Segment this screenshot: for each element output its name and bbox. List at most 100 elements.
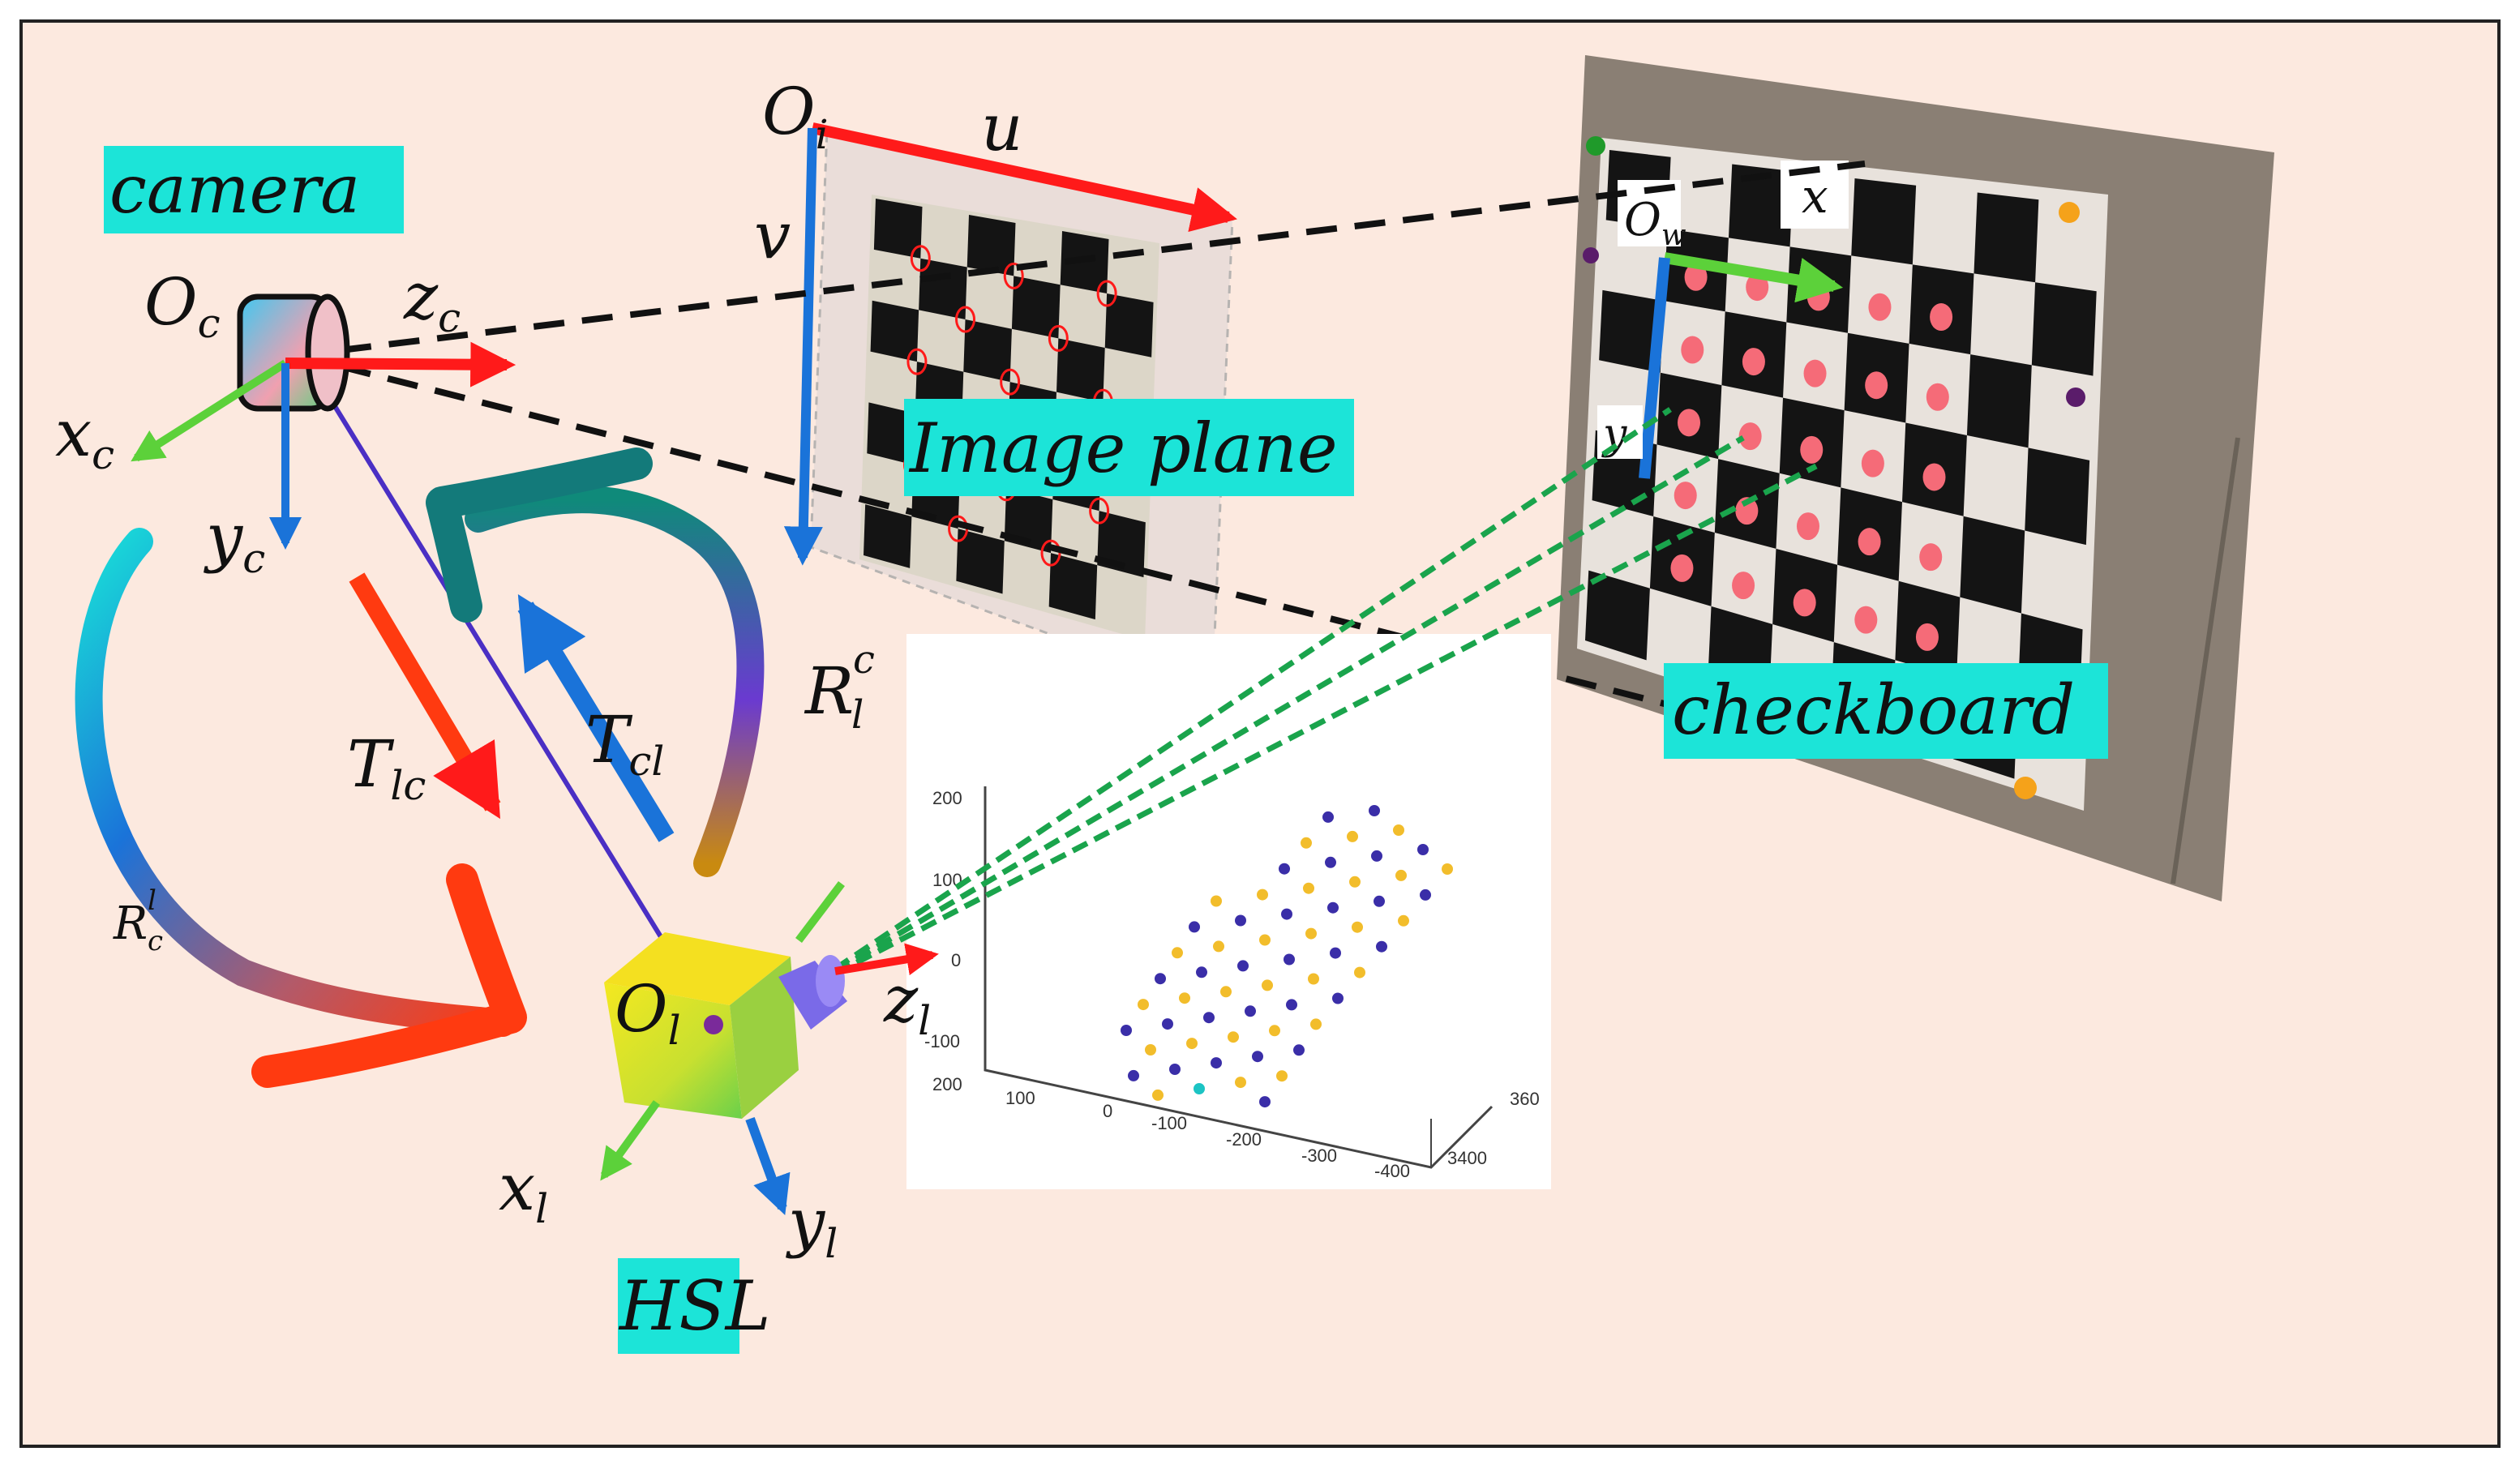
board-point: [1738, 422, 1762, 451]
rotation-label-sup: c: [853, 637, 875, 683]
lidar-point: [1286, 999, 1297, 1011]
lidar-point: [1162, 1018, 1173, 1030]
board-point: [1854, 606, 1878, 634]
rotation-arrow-camera-to-lidar: [75, 528, 516, 1037]
detected-corner: [910, 245, 931, 272]
checkboard-label: checkboard: [1672, 670, 2075, 750]
lidar-point: [1245, 1005, 1256, 1017]
lidar-point: [1262, 979, 1273, 991]
lidar-cube-side: [730, 957, 799, 1119]
projection-line-bottom: [340, 363, 1687, 713]
lidar-point: [1305, 927, 1317, 940]
lidar-point: [1308, 973, 1319, 985]
checker-square: [1585, 570, 1650, 661]
checker-square: [867, 402, 915, 465]
hsl-label-box: [618, 1258, 739, 1354]
plot-x-tick: -100: [1151, 1113, 1187, 1133]
board-point: [1674, 482, 1697, 510]
board-point: [1681, 336, 1704, 364]
lidar-y-label: yl: [786, 1184, 838, 1267]
lidar-point: [1325, 856, 1336, 868]
lidar-point: [1332, 992, 1344, 1004]
lidar-z-axis: [834, 943, 939, 975]
image-plane-label: Image plane: [908, 409, 1338, 488]
rotation-label-sub: l: [851, 692, 864, 738]
lidar-point: [1269, 1025, 1280, 1037]
camera-label: camera: [109, 152, 360, 229]
plot-z-tick: 3400: [1447, 1148, 1487, 1168]
lidar-point: [1369, 805, 1380, 816]
rotation-arrow-lidar-to-camera: [465, 486, 765, 877]
image-u-label: u: [981, 90, 1023, 165]
lidar-x-label: xl: [499, 1150, 548, 1232]
checker-square: [2025, 447, 2090, 546]
pin-orange-2: [2014, 777, 2037, 799]
detected-corner: [1000, 368, 1021, 396]
world-x-label: x: [1802, 169, 1828, 224]
board-point: [1800, 435, 1824, 464]
rotation-label-l-to-c: R c l: [804, 637, 875, 738]
plot-y-tick: 200: [932, 788, 962, 808]
detected-corner: [1089, 497, 1110, 525]
lidar-point: [1327, 901, 1339, 914]
pin-orange: [2059, 202, 2080, 223]
checker-square: [1104, 293, 1154, 358]
detected-corner: [1003, 262, 1024, 289]
image-origin-label: Oi: [762, 74, 829, 158]
board-point: [1803, 359, 1827, 388]
lidar-cube-top: [604, 932, 791, 1005]
rotation-label-sub: c: [148, 925, 163, 957]
lidar-point: [1284, 953, 1295, 966]
lidar-point: [1152, 1089, 1164, 1101]
camera-z-label: zc: [403, 259, 461, 341]
checker-square: [1011, 276, 1061, 339]
lidar-ray: [834, 407, 1672, 971]
lidar-point: [1220, 986, 1232, 998]
image-v-axis: [783, 127, 823, 566]
lidar-point: [1398, 914, 1409, 927]
translation-arrow-cl: [517, 593, 675, 842]
lidar-point: [1442, 863, 1453, 875]
pin-purple: [1583, 247, 1599, 263]
board-point: [1735, 497, 1759, 525]
pin-purple-2: [2066, 388, 2085, 407]
board-point: [1793, 589, 1816, 617]
board-point: [1858, 528, 1881, 556]
board-point: [1919, 543, 1943, 572]
lidar-z-axis-back: [795, 880, 845, 944]
lidar-point: [1169, 1064, 1181, 1075]
checker-square: [870, 300, 919, 362]
lidar-origin-label: Ol: [615, 971, 681, 1054]
point-cloud-points: [1121, 805, 1453, 1108]
lidar-point: [1194, 1083, 1205, 1094]
lidar-point: [1376, 940, 1387, 953]
detected-corner: [906, 348, 928, 375]
lidar-cube-front: [604, 983, 742, 1119]
checker-square: [1966, 354, 2032, 448]
rotation-label-base: R: [113, 897, 148, 950]
board-point: [1868, 293, 1892, 321]
lidar-point: [1395, 869, 1407, 881]
lidar-point: [1420, 889, 1431, 901]
point-cloud-plot: 200 100 0 -100 200 100 0 -100 -200 -300 …: [906, 634, 1551, 1189]
camera-label-box: [104, 146, 404, 233]
lidar-sensor-lens: [816, 955, 845, 1007]
lidar-point: [1303, 882, 1314, 894]
rotation-label-base: R: [804, 653, 854, 729]
checker-square: [2031, 282, 2097, 376]
lidar-point: [1203, 1012, 1215, 1024]
lidar-point: [1213, 940, 1224, 953]
plot-axes: [984, 786, 1494, 1169]
lidar-point: [1228, 1031, 1239, 1043]
lidar-point: [1172, 947, 1183, 959]
board-point: [1684, 263, 1708, 291]
board-point: [1732, 572, 1755, 600]
image-u-axis: [811, 122, 1237, 232]
lidar-point: [1276, 1070, 1288, 1082]
rotation-label-c-to-l: R l c: [113, 884, 163, 957]
world-x-axis: [1663, 252, 1844, 303]
lidar-point: [1310, 1018, 1322, 1030]
lidar-ray: [834, 463, 1818, 977]
plot-y-tick: 0: [951, 950, 961, 970]
